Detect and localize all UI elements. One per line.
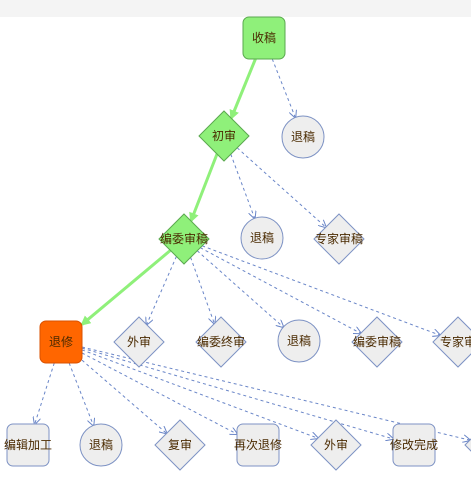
node-shape bbox=[154, 419, 206, 471]
node-shape bbox=[79, 423, 123, 467]
node-tuixiu[interactable]: 退修 bbox=[39, 320, 83, 364]
node-waishen-1[interactable]: 外审 bbox=[113, 316, 165, 368]
edge-n-tuixiu-to-n-fushen bbox=[81, 359, 167, 433]
edge-n-tuixiu-to-n-xiugai bbox=[81, 347, 393, 439]
node-shape bbox=[281, 115, 325, 159]
node-label: 再次退修 bbox=[234, 437, 282, 452]
node-label: 退修 bbox=[49, 334, 73, 349]
node-xiugai[interactable]: 修改完成 bbox=[390, 423, 438, 467]
node-label: 专家审稿 bbox=[315, 231, 363, 246]
edge-n-bianwei-1-to-n-tuixiu bbox=[80, 249, 172, 326]
node-fushen[interactable]: 复审 bbox=[154, 419, 206, 471]
node-label: 退稿 bbox=[291, 129, 315, 144]
node-shape bbox=[39, 320, 83, 364]
node-label: 编委审稿 bbox=[160, 231, 208, 246]
edge-n-tuixiu-to-n-waishen-2 bbox=[81, 349, 318, 438]
node-shape bbox=[313, 213, 365, 265]
edge-n-bianwei-1-to-n-waishen-1 bbox=[147, 256, 177, 324]
node-shape bbox=[236, 423, 280, 467]
node-shape bbox=[351, 316, 403, 368]
node-zhuanjia-2[interactable]: 专家审 bbox=[432, 316, 471, 368]
node-label: 收稿 bbox=[252, 30, 276, 45]
node-label: 编委终审 bbox=[197, 334, 245, 349]
edge-n-chushen-to-n-zhuanjia-1 bbox=[236, 147, 326, 227]
node-label: 外审 bbox=[324, 437, 348, 452]
node-label: 编委审稿 bbox=[353, 334, 401, 349]
node-shape bbox=[464, 438, 471, 452]
edge-n-shougao-to-n-tuigao-1 bbox=[271, 58, 295, 117]
node-label: 专家审 bbox=[440, 334, 471, 349]
node-label: 退稿 bbox=[287, 333, 311, 348]
edge-n-bianwei-1-to-n-tuigao-3 bbox=[196, 250, 283, 327]
node-offscreen[interactable]: 专 bbox=[464, 420, 471, 470]
node-shape bbox=[277, 319, 321, 363]
node-waishen-2[interactable]: 外审 bbox=[310, 419, 362, 471]
node-shape bbox=[158, 213, 210, 265]
node-bianwei-zhong[interactable]: 编委终审 bbox=[195, 316, 247, 368]
edge-n-bianwei-1-to-n-bianwei-2 bbox=[200, 247, 360, 334]
node-zhuanjia-1[interactable]: 专家审稿 bbox=[313, 213, 365, 265]
node-label: 外审 bbox=[127, 334, 151, 349]
node-shape bbox=[310, 419, 362, 471]
node-tuigao-2[interactable]: 退稿 bbox=[240, 216, 284, 260]
edge-n-chushen-to-n-tuigao-2 bbox=[230, 154, 255, 218]
node-shape bbox=[113, 316, 165, 368]
edge-n-bianwei-1-to-n-zhuanjia-2 bbox=[201, 245, 440, 335]
node-tuigao-1[interactable]: 退稿 bbox=[281, 115, 325, 159]
node-label: 退稿 bbox=[89, 437, 113, 452]
node-bianji[interactable]: 编辑加工 bbox=[4, 423, 52, 467]
node-label: 编辑加工 bbox=[4, 437, 52, 452]
node-shape bbox=[432, 316, 471, 368]
node-chushen[interactable]: 初审 bbox=[198, 110, 250, 162]
node-bianwei-1[interactable]: 编委审稿 bbox=[158, 213, 210, 265]
edge-n-tuixiu-to-n-zaici bbox=[81, 352, 237, 434]
node-shougao[interactable]: 收稿 bbox=[242, 16, 286, 60]
node-shape bbox=[198, 110, 250, 162]
edge-n-bianwei-1-to-n-bianwei-zhong bbox=[190, 257, 215, 323]
node-bianwei-2[interactable]: 编委审稿 bbox=[351, 316, 403, 368]
edge-n-shougao-to-n-chushen bbox=[229, 58, 257, 121]
edge-n-chushen-to-n-bianwei-1 bbox=[189, 153, 219, 223]
node-shape bbox=[6, 423, 50, 467]
node-label: 初审 bbox=[212, 128, 236, 143]
node-shape bbox=[242, 16, 286, 60]
edge-n-tuixiu-to-n-bianji bbox=[35, 362, 55, 424]
node-shape bbox=[195, 316, 247, 368]
node-shape bbox=[240, 216, 284, 260]
node-label: 修改完成 bbox=[390, 437, 438, 452]
nodes-layer: 收稿退稿初审退稿专家审稿编委审稿退修外审编委终审退稿编委审稿专家审编辑加工退稿复… bbox=[4, 16, 471, 471]
node-tuigao-4[interactable]: 退稿 bbox=[79, 423, 123, 467]
edge-n-tuixiu-to-n-tuigao-4 bbox=[68, 362, 93, 425]
node-tuigao-3[interactable]: 退稿 bbox=[277, 319, 321, 363]
node-label: 复审 bbox=[168, 437, 192, 452]
node-shape bbox=[392, 423, 436, 467]
node-zaici[interactable]: 再次退修 bbox=[234, 423, 282, 467]
node-label: 退稿 bbox=[250, 230, 274, 245]
top-toolbar-strip bbox=[0, 0, 471, 17]
